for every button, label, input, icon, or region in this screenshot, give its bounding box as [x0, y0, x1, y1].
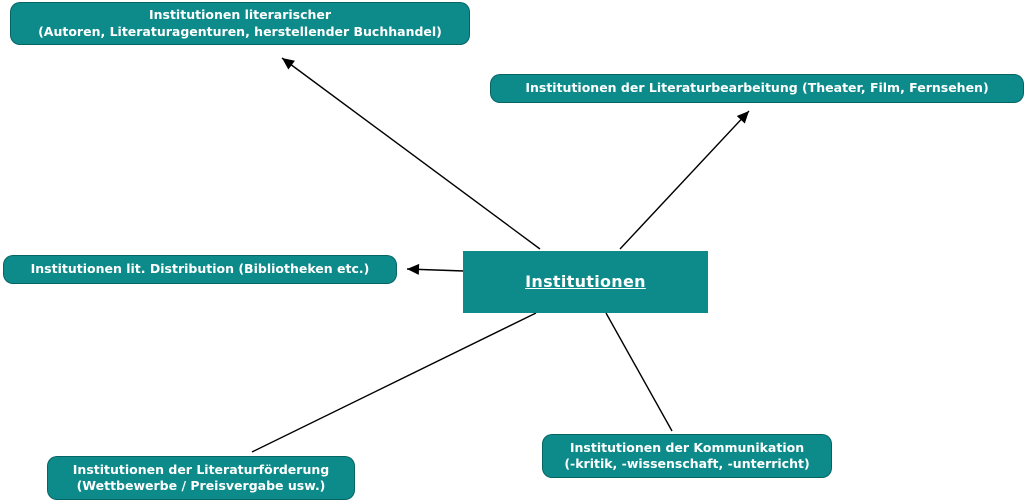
- node-institutionen-literaturfoerderung[interactable]: Institutionen der Literaturförderung (We…: [47, 456, 355, 500]
- connector-foerderung: [251, 312, 537, 453]
- connector-distribution: [406, 263, 465, 275]
- node-label-line1: Institutionen der Kommunikation: [569, 439, 805, 455]
- node-institutionen-lit-distribution[interactable]: Institutionen lit. Distribution (Bibliot…: [3, 255, 397, 284]
- node-institutionen-central[interactable]: Institutionen: [463, 251, 708, 313]
- node-label-line2: (Autoren, Literaturagenturen, herstellen…: [38, 23, 442, 39]
- node-label-line2: (Wettbewerbe / Preisvergabe usw.): [76, 478, 326, 493]
- node-institutionen-literarischer[interactable]: Institutionen literarischer (Autoren, Li…: [10, 2, 470, 45]
- connector-bearbeitung: [619, 110, 750, 250]
- connector-kommunikation: [605, 312, 673, 432]
- node-label-line1: Institutionen der Literaturbearbeitung (…: [525, 80, 989, 96]
- node-institutionen-kommunikation[interactable]: Institutionen der Kommunikation (-kritik…: [542, 434, 832, 478]
- node-label-line1: Institutionen literarischer: [148, 7, 332, 22]
- node-label-line1: Institutionen der Literaturförderung: [72, 461, 330, 477]
- node-label-line2: (-kritik, -wissenschaft, -unterricht): [564, 456, 810, 471]
- node-label-line1: Institutionen lit. Distribution (Bibliot…: [30, 261, 370, 277]
- connector-literarische: [281, 57, 541, 250]
- central-node-label: Institutionen: [525, 272, 646, 292]
- node-institutionen-literaturbearbeitung[interactable]: Institutionen der Literaturbearbeitung (…: [490, 74, 1024, 103]
